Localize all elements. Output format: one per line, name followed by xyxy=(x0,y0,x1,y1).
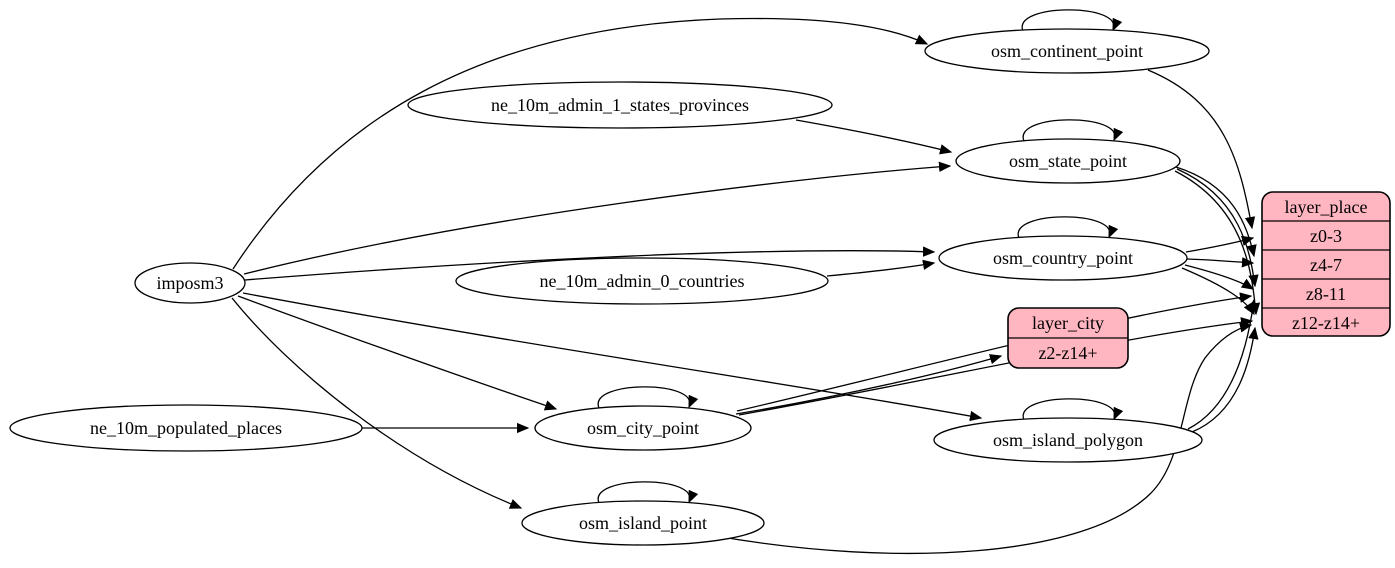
osm_island_polygon-label: osm_island_polygon xyxy=(993,430,1143,450)
ne_10m_populated_places-shape xyxy=(9,404,363,452)
node-osm_island_polygon: osm_island_polygon xyxy=(933,417,1203,463)
osm_country_point-label: osm_country_point xyxy=(993,248,1133,268)
node-ne_10m_admin_0_countries: ne_10m_admin_0_countries xyxy=(455,257,829,305)
ne_10m_admin_0_countries-label: ne_10m_admin_0_countries xyxy=(540,271,745,291)
ne_10m_admin_1_states_provinces-label: ne_10m_admin_1_states_provinces xyxy=(491,95,749,115)
osm_city_point-shape xyxy=(534,405,752,451)
edge-osm_city_point-layer_place_z8-11 xyxy=(736,292,1253,412)
node-osm_state_point: osm_state_point xyxy=(955,138,1181,184)
ne_10m_admin_1_states_provinces-shape xyxy=(407,81,833,129)
layer_place-row-z0-3: z0-3 xyxy=(1310,226,1342,246)
selfloop-osm_city_point xyxy=(597,386,699,409)
imposm3-label: imposm3 xyxy=(156,273,223,293)
node-osm_city_point: osm_city_point xyxy=(534,405,752,451)
imposm3-shape xyxy=(134,262,246,304)
edge-ne_10m_admin_1_states_provinces-osm_state_point xyxy=(795,119,953,155)
ne_10m_populated_places-label: ne_10m_populated_places xyxy=(90,418,282,438)
layer_place-title: layer_place xyxy=(1285,197,1368,217)
edge-imposm3-osm_state_point xyxy=(243,161,952,275)
osm_continent_point-shape xyxy=(924,28,1210,74)
osm_state_point-shape xyxy=(955,138,1181,184)
edge-imposm3-osm_island_polygon xyxy=(242,292,983,422)
node-osm_country_point: osm_country_point xyxy=(938,235,1188,281)
node-ne_10m_admin_1_states_provinces: ne_10m_admin_1_states_provinces xyxy=(407,81,833,129)
selfloop-osm_state_point xyxy=(1022,119,1124,142)
edge-osm_state_point-layer_place_z4-7 xyxy=(1175,166,1257,258)
selfloop-osm_island_point xyxy=(597,481,699,504)
node-ne_10m_populated_places: ne_10m_populated_places xyxy=(9,404,363,452)
osm_state_point-label: osm_state_point xyxy=(1009,151,1127,171)
ne_10m_admin_0_countries-shape xyxy=(455,257,829,305)
edge-ne_10m_admin_0_countries-osm_country_point xyxy=(826,259,936,277)
edge-osm_country_point-layer_place_z8-11 xyxy=(1184,264,1255,290)
edge-osm_city_point-layer_city_z2-z14 xyxy=(735,354,1003,415)
node-osm_island_point: osm_island_point xyxy=(521,500,765,546)
edge-imposm3-osm_continent_point xyxy=(232,17,929,270)
layer_place-box xyxy=(1261,191,1391,337)
layer_place-row-z12-z14: z12-z14+ xyxy=(1292,313,1360,333)
selfloop-osm_country_point xyxy=(1017,216,1119,239)
edge-osm_continent_point-layer_place_z0-3 xyxy=(1147,69,1256,230)
edge-osm_state_point-layer_place_z12-z14 xyxy=(1174,170,1261,316)
osm_country_point-shape xyxy=(938,235,1188,281)
node-imposm3: imposm3 xyxy=(134,262,246,304)
edge-imposm3-osm_island_point xyxy=(231,297,523,509)
selfloop-osm_island_polygon xyxy=(1022,398,1124,421)
selfloop-osm_continent_point xyxy=(1021,9,1123,32)
edge-imposm3-osm_city_point xyxy=(237,295,558,411)
edge-osm_state_point-layer_place_z8-11 xyxy=(1176,168,1259,288)
osm_city_point-label: osm_city_point xyxy=(587,418,699,438)
edge-osm_city_point-layer_place_z12-z14 xyxy=(738,317,1254,416)
layer_place-row-z4-7: z4-7 xyxy=(1310,255,1342,275)
layer_city-row-z2-z14: z2-z14+ xyxy=(1038,343,1097,363)
osm_island_polygon-shape xyxy=(933,417,1203,463)
record-layer_city: layer_city z2-z14+ xyxy=(1007,307,1129,369)
edge-osm_island_polygon-layer_place_z12-z14 xyxy=(1191,326,1259,433)
edge-osm_island_point-layer_place_z12-z14 xyxy=(715,322,1253,555)
osm_island_point-label: osm_island_point xyxy=(579,513,707,533)
record-layer_place: layer_place z0-3 z4-7 z8-11 z12-z14+ xyxy=(1261,191,1391,337)
edge-osm_country_point-layer_place_z4-7 xyxy=(1186,257,1255,268)
osm_island_point-shape xyxy=(521,500,765,546)
edge-osm_island_polygon-layer_place_z8-11 xyxy=(1187,298,1258,430)
node-osm_continent_point: osm_continent_point xyxy=(924,28,1210,74)
osm_continent_point-label: osm_continent_point xyxy=(991,41,1143,61)
layer_place-row-z8-11: z8-11 xyxy=(1306,284,1346,304)
layer_city-title: layer_city xyxy=(1032,313,1104,333)
edge-osm_country_point-layer_place_z0-3 xyxy=(1185,235,1255,253)
edge-imposm3-osm_country_point xyxy=(244,246,936,281)
